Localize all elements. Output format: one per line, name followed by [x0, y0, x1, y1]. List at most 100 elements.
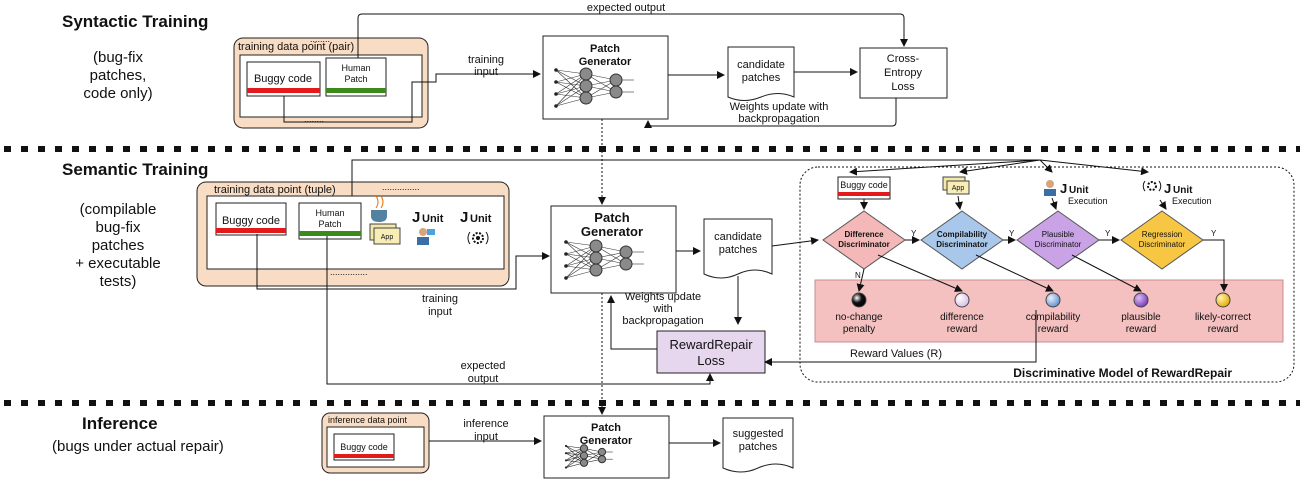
syntactic-weights-2: backpropagation — [738, 113, 819, 125]
inference-generator-2: Generator — [580, 435, 633, 447]
inference-data-label: inference data point — [328, 415, 408, 425]
svg-text:App: App — [952, 185, 965, 192]
semantic-subtitle-5: tests) — [100, 273, 137, 290]
inference-generator-1: Patch — [591, 422, 621, 434]
nn-input-node — [564, 264, 568, 268]
nn-output-node — [619, 257, 633, 271]
disc-app-icon: App — [942, 176, 970, 195]
nn-output-node — [597, 455, 607, 464]
syntactic-data-label: training data point (pair) — [238, 41, 354, 53]
nn-input-node — [564, 466, 568, 469]
svg-text:Buggy code: Buggy code — [840, 180, 888, 190]
semantic-patch-generator: Patch Generator — [550, 205, 677, 294]
syntactic-weights-arrow — [644, 98, 897, 128]
compilability-discriminator-label: Compilability — [937, 230, 988, 239]
syntactic-subtitle-1: (bug-fix — [93, 49, 144, 66]
syntactic-weights-1: Weights update with — [730, 101, 829, 113]
disc-buggy-code-doc: Buggy code — [837, 176, 891, 200]
nn-hidden-node — [579, 91, 593, 105]
no-change-penalty-label: no-change — [835, 312, 883, 323]
svg-text:Unit: Unit — [1173, 185, 1193, 196]
svg-text:Unit: Unit — [422, 213, 444, 225]
semantic-training-input-2: input — [428, 306, 452, 318]
inference-data-point: inference data point Buggy code — [321, 412, 430, 474]
nn-input-node — [564, 240, 568, 244]
plausible-reward-label: plausible — [1121, 312, 1161, 323]
nn-input-node — [554, 68, 558, 72]
yes-label: Y — [911, 229, 917, 238]
reward-connector — [1071, 254, 1142, 292]
nn-output-node — [597, 447, 607, 457]
inference-input-2: input — [474, 431, 498, 443]
rewardrepair-loss-2: Loss — [697, 353, 725, 368]
nn-hidden-node — [579, 458, 589, 467]
svg-text:Unit: Unit — [1069, 185, 1089, 196]
reward-connector — [877, 254, 963, 292]
syntactic-candidate-2: patches — [742, 72, 781, 84]
semantic-human-patch-1: Human — [315, 208, 344, 218]
syntactic-candidate-1: candidate — [737, 59, 785, 71]
plausible-reward-marker — [1133, 292, 1149, 308]
svg-text:J: J — [460, 209, 468, 226]
compilability-reward-label: compilability — [1026, 312, 1080, 323]
inference-neural-net-icon — [564, 444, 613, 469]
inference-buggy-code: Buggy code — [340, 442, 388, 452]
syntactic-expected-output: expected output — [587, 2, 665, 14]
svg-text:J: J — [1060, 181, 1067, 196]
semantic-weights-1: Weights update — [625, 291, 701, 303]
yes-label: Y — [1211, 229, 1217, 238]
cross-entropy-3: Loss — [891, 81, 915, 93]
yes-label: Y — [1105, 229, 1111, 238]
difference-reward-label: reward — [947, 324, 978, 335]
svg-text:Execution: Execution — [1068, 196, 1108, 206]
no-change-penalty-marker — [851, 292, 867, 308]
syntactic-expected-output-arrow — [357, 13, 908, 58]
rewardrepair-loss-1: RewardRepair — [669, 337, 753, 352]
nn-input-node — [554, 92, 558, 96]
regression-discriminator-diamond — [1120, 210, 1204, 270]
syntactic-subtitle-3: code only) — [83, 85, 152, 102]
regression-gear-icon — [467, 231, 489, 245]
semantic-subtitle-1: (compilable — [80, 201, 157, 218]
syntactic-generator-1: Patch — [590, 43, 620, 55]
semantic-expected-output-1: expected — [461, 360, 506, 372]
plausible-discriminator-label: Discriminator — [1035, 240, 1082, 249]
svg-text:J: J — [412, 209, 420, 226]
cross-entropy-1: Cross- — [887, 53, 920, 65]
rewardrepair-loss-box — [656, 330, 766, 374]
svg-text:Execution: Execution — [1172, 196, 1212, 206]
nn-hidden-node — [579, 444, 589, 453]
semantic-subtitle-3: patches — [92, 237, 145, 254]
syntactic-patch-generator: Patch Generator — [542, 35, 669, 120]
syntactic-training-input-arrow — [283, 70, 541, 123]
semantic-dots-bottom: ............... — [330, 267, 368, 277]
likely-correct-reward-label: likely-correct — [1195, 312, 1251, 323]
semantic-weights-2: with — [652, 303, 673, 315]
svg-text:J: J — [1164, 181, 1171, 196]
nn-output-node — [609, 73, 623, 87]
discriminative-model-container — [799, 166, 1295, 383]
discriminative-model-title: Discriminative Model of RewardRepair — [1013, 366, 1232, 380]
semantic-candidate-2: patches — [719, 244, 758, 256]
syntactic-human-patch-1: Human — [341, 63, 370, 73]
semantic-expected-output-arrow — [326, 236, 714, 385]
syntactic-candidate-doc — [727, 46, 795, 101]
semantic-generator-2: Generator — [581, 224, 643, 239]
semantic-candidate-1: candidate — [714, 231, 762, 243]
svg-text:App: App — [381, 234, 394, 241]
rewards: no-changepenaltydifferencerewardcompilab… — [835, 239, 1251, 335]
junit-icon-2: J Unit — [460, 209, 492, 226]
compilability-reward-marker — [1045, 292, 1061, 308]
semantic-title: Semantic Training — [62, 160, 208, 179]
nn-input-node — [564, 444, 568, 448]
syntactic-training-input-2: input — [474, 66, 498, 78]
nn-input-node — [564, 252, 568, 256]
plausible-discriminator-diamond — [1016, 210, 1100, 270]
difference-discriminator-label: Difference — [844, 230, 884, 239]
nn-hidden-node — [589, 263, 603, 277]
syntactic-buggy-code: Buggy code — [254, 73, 312, 85]
junit-icon: J Unit — [412, 209, 444, 226]
semantic-training-input-1: training — [422, 293, 458, 305]
